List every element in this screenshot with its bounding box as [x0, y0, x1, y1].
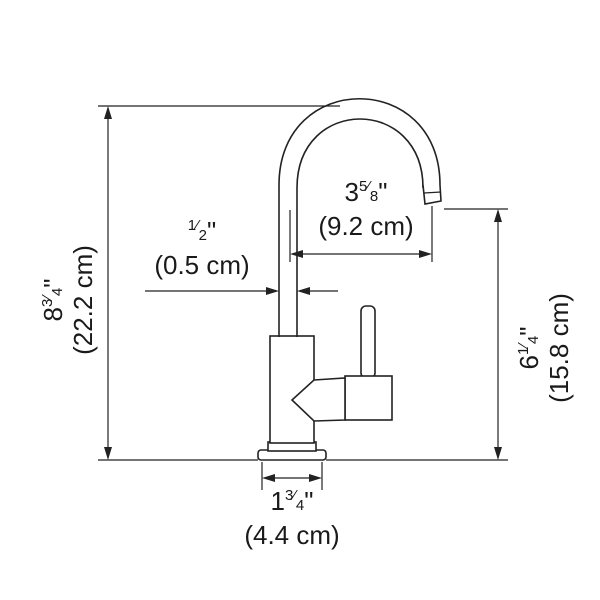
spout-diameter-dimension: [145, 287, 338, 295]
spout-reach-arrow-left: [290, 250, 303, 258]
faucet-drawing: [257, 97, 442, 461]
overall-height-metric: (22.2 cm): [68, 245, 98, 355]
base-width-metric: (4.4 cm): [244, 520, 339, 550]
spout-height-dimension: [326, 208, 508, 461]
spout-outer-edge: [278, 97, 441, 337]
overall-height-dimension: [98, 105, 340, 461]
spout-height-metric: (15.8 cm): [544, 293, 574, 403]
spout-height-label: 61⁄4" (15.8 cm): [514, 293, 574, 403]
base-width-imperial: 13⁄4": [271, 486, 314, 516]
handle-connector: [290, 377, 346, 422]
spout-diameter-metric: (0.5 cm): [154, 250, 249, 280]
spout-reach-arrow-right: [419, 250, 432, 258]
spout-height-imperial: 61⁄4": [514, 327, 544, 370]
overall-height-arrow-bottom: [104, 447, 112, 460]
spout-reach-metric: (9.2 cm): [318, 211, 413, 241]
spout-tip: [422, 184, 442, 205]
overall-height-arrow-top: [104, 106, 112, 119]
overall-height-label: 83⁄4" (22.2 cm): [38, 245, 98, 355]
spout-tip-ring: [423, 191, 442, 194]
spout-diameter-arrow-right: [297, 287, 310, 295]
handle-lever: [360, 305, 376, 379]
base-width-label: 13⁄4" (4.4 cm): [244, 486, 339, 550]
spout-diameter-label: 1⁄2" (0.5 cm): [154, 216, 249, 280]
base-width-arrow-right: [309, 474, 322, 482]
spout-reach-label: 35⁄8" (9.2 cm): [318, 177, 413, 241]
overall-height-imperial: 83⁄4": [38, 279, 68, 322]
spout-height-arrow-top: [494, 209, 502, 222]
spout-diameter-imperial: 1⁄2": [188, 216, 216, 246]
spout-reach-imperial: 35⁄8": [345, 177, 388, 207]
base-width-dimension: [261, 462, 323, 490]
base-width-arrow-left: [262, 474, 275, 482]
spout-diameter-arrow-left: [266, 287, 279, 295]
handle-hub: [344, 375, 393, 421]
spout-inner-edge: [296, 118, 424, 337]
spout-height-arrow-bottom: [494, 447, 502, 460]
spout-reach-dimension: [289, 206, 433, 262]
